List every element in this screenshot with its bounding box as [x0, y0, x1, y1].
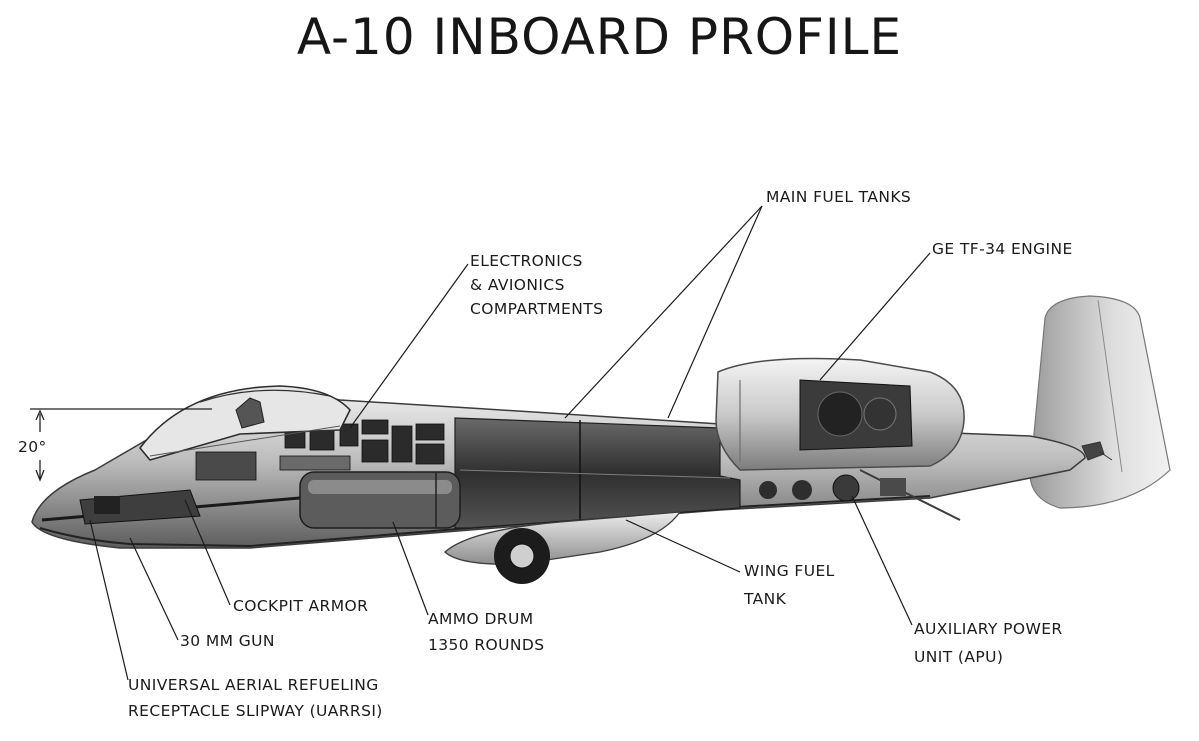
- label-ammo-line1: AMMO DRUM: [428, 610, 534, 628]
- label-wing-fuel-line1: WING FUEL: [744, 562, 835, 580]
- label-gun: 30 MM GUN: [180, 632, 275, 650]
- leader-lines: [89, 205, 931, 681]
- apu-equipment: [759, 474, 906, 502]
- label-cockpit-armor: COCKPIT ARMOR: [233, 597, 369, 615]
- label-electronics-line2: & AVIONICS: [470, 276, 565, 294]
- angle-indicator: [30, 408, 212, 482]
- label-electronics-line1: ELECTRONICS: [470, 252, 583, 270]
- diagram-title: A-10 INBOARD PROFILE: [296, 8, 903, 66]
- label-electronics-line3: COMPARTMENTS: [470, 300, 604, 318]
- label-apu-line2: UNIT (APU): [914, 648, 1004, 666]
- label-apu-line1: AUXILIARY POWER: [914, 620, 1063, 638]
- angle-label: 20°: [18, 438, 47, 456]
- cockpit-canopy: [138, 385, 351, 461]
- landing-gear-pod: [444, 511, 682, 584]
- vertical-tail: [1029, 295, 1171, 509]
- label-engine: GE TF-34 ENGINE: [932, 240, 1073, 258]
- label-uarrsi-line1: UNIVERSAL AERIAL REFUELING: [128, 676, 379, 694]
- label-main-fuel-tanks: MAIN FUEL TANKS: [766, 188, 912, 206]
- ammo-drum: [299, 471, 461, 529]
- gun-and-nose-internals: [41, 489, 301, 525]
- engine-nacelle: [715, 357, 965, 521]
- fuel-tank-bay: [454, 417, 741, 529]
- label-uarrsi-line2: RECEPTACLE SLIPWAY (UARRSI): [128, 702, 383, 720]
- avionics-compartments: [195, 419, 445, 481]
- label-ammo-line2: 1350 ROUNDS: [428, 636, 545, 654]
- label-wing-fuel-line2: TANK: [744, 590, 787, 608]
